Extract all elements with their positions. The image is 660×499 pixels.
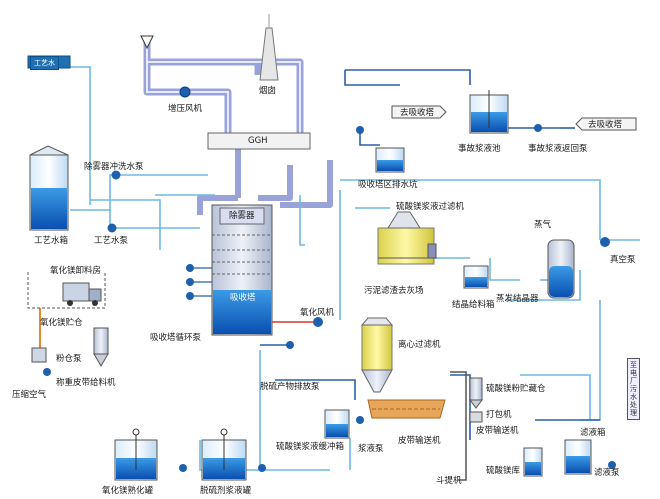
- mgso4-slurry-filter: [377, 211, 437, 265]
- flue-gas-ducts: [143, 40, 333, 215]
- vacuum-pump: [600, 237, 610, 247]
- mgso4-silo: [469, 377, 483, 409]
- to-absorber-tag-right: 去吸收塔: [588, 120, 623, 130]
- accident-slurry-tank: [469, 90, 509, 134]
- label-mgo-silo-store: 氧化镁贮仓: [40, 318, 83, 328]
- filtrate-tank: [564, 439, 592, 475]
- centrifugal-filter: [360, 317, 394, 393]
- label-filtrate-tank: 滤液箱: [580, 428, 606, 438]
- evaporative-crystallizer: [547, 239, 575, 299]
- mgo-slaking-tank: [114, 428, 158, 481]
- label-mgso4-slurry-filter: 硫酸镁浆液过滤机: [396, 202, 465, 212]
- label-filtrate-pump: 滤液泵: [594, 468, 620, 478]
- label-slurry-pump: 浆液泵: [358, 444, 384, 454]
- mgso4-buffer-tank: [324, 409, 350, 439]
- chimney: [259, 27, 279, 81]
- packing-machine: [469, 411, 483, 423]
- label-booster-fan: 增压风机: [168, 104, 203, 114]
- slaking-pump: [179, 464, 187, 472]
- label-mgso4-warehouse: 硫酸镁库: [486, 466, 521, 476]
- label-sludge-to-ash: 污泥滤渣去灰场: [364, 286, 424, 296]
- label-discharge-pump: 脱硫产物排放泵: [260, 382, 320, 392]
- label-evaporative-crystallizer: 蒸发结晶器: [496, 294, 539, 304]
- label-packing-machine: 打包机: [486, 410, 512, 420]
- absorber-drain-pit: [375, 147, 405, 173]
- label-crystallizer-feed-tank: 结晶给料箱: [452, 300, 495, 310]
- label-belt-conveyor: 皮带输送机: [398, 436, 441, 446]
- flush-water-pump: [111, 170, 121, 180]
- oxidation-fan: [313, 317, 323, 327]
- mgo-silo: [93, 327, 109, 367]
- label-process-water-pump: 工艺水泵: [94, 236, 129, 246]
- mgo-unloading-shed: [27, 272, 106, 309]
- flue-gas-inlet-arrow: [140, 35, 154, 50]
- slurry-pump: [356, 416, 364, 424]
- to-absorber-tag-top: 去吸收塔: [400, 108, 435, 118]
- label-centrifugal-filter: 离心过滤机: [398, 340, 441, 350]
- label-slurry-tank: 脱硫剂浆液罐: [200, 486, 252, 496]
- label-absorber-drain-pit: 吸收塔区排水坑: [358, 180, 418, 190]
- water-pipes: [70, 66, 640, 471]
- mgso4-warehouse: [523, 447, 543, 477]
- ggh-unit: [207, 132, 311, 150]
- discharge-pump: [286, 341, 294, 349]
- absorber-tower: [211, 204, 273, 336]
- label-weighing-belt: 称重皮带给料机: [56, 378, 116, 388]
- label-accident-slurry-pool: 事故浆液池: [458, 144, 501, 154]
- label-belt-conveyor-2: 皮带输送机: [476, 426, 519, 436]
- to-absorber-tag-right-shape: [575, 117, 637, 131]
- circulation-pumps: [186, 264, 212, 300]
- label-mgso4-silo: 硫酸镁粉贮藏仓: [486, 384, 546, 394]
- crystallizer-feed-tank: [463, 265, 489, 289]
- bucket-elevator: [450, 371, 467, 481]
- slurry-tank-pump: [258, 464, 266, 472]
- label-absorber: 吸收塔: [230, 293, 256, 303]
- process-water-tank: [29, 145, 69, 231]
- label-flush-water-pump: 除雾器冲洗水泵: [84, 162, 144, 172]
- booster-fan: [179, 86, 191, 98]
- label-circulation-pump: 吸收塔循环泵: [150, 333, 202, 343]
- label-steam: 蒸气: [534, 220, 552, 230]
- desulfurizer-slurry-tank: [201, 428, 247, 481]
- label-powder-pump: 粉仓泵: [56, 354, 82, 364]
- to-wastewater-treatment-tag: 至电厂污水处理: [627, 358, 640, 420]
- label-slaking-tank: 氧化镁熟化罐: [102, 486, 154, 496]
- label-vacuum-pump: 真空泵: [610, 255, 636, 265]
- label-demister: 除雾器: [229, 211, 255, 221]
- label-process-water-tank: 工艺水箱: [34, 236, 69, 246]
- label-accident-return-pump: 事故浆液返回泵: [528, 144, 588, 154]
- label-oxidation-fan: 氧化风机: [300, 308, 335, 318]
- label-compressed-air: 压缩空气: [12, 390, 47, 400]
- label-ggh: GGH: [248, 136, 268, 146]
- process-water-pump: [107, 223, 117, 233]
- powder-pump: [31, 347, 51, 376]
- label-mgo-unloading: 氧化镁卸料房: [50, 266, 102, 276]
- accident-return-pump: [534, 124, 542, 132]
- process-water-tag: 工艺水: [30, 56, 59, 70]
- drain-pit-pump: [356, 126, 364, 134]
- belt-conveyor: [367, 399, 446, 419]
- label-bucket-elevator: 斗提机: [436, 476, 462, 486]
- filtrate-pump: [608, 461, 616, 469]
- label-buffer-tank: 硫酸镁浆液缓冲箱: [276, 442, 345, 452]
- to-absorber-tag-top-shape: [391, 105, 447, 119]
- demister-box: [219, 207, 265, 225]
- label-chimney: 烟囱: [259, 86, 277, 96]
